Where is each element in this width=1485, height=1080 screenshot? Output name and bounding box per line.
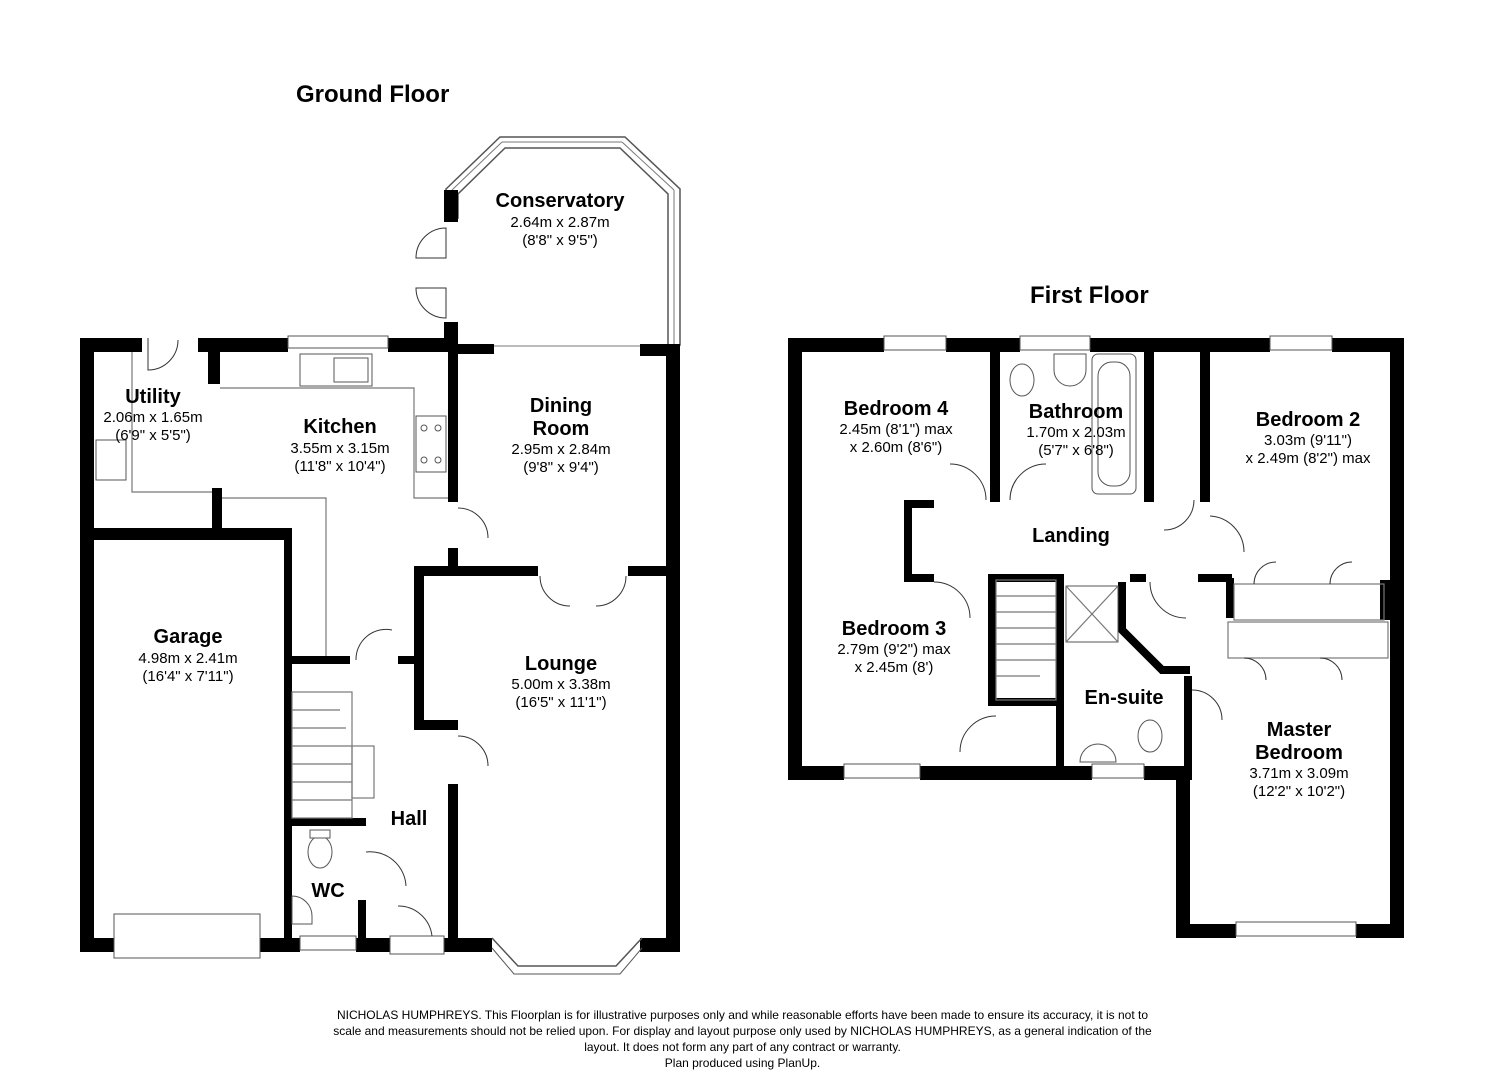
room-dining: Dining Room 2.95m x 2.84m (9'8" x 9'4") — [511, 395, 610, 476]
garage-name: Garage — [154, 626, 223, 648]
bathroom-name: Bathroom — [1029, 401, 1123, 423]
utility-imperial: (6'9" x 5'5") — [115, 427, 191, 444]
bedroom4-line1: 2.45m (8'1") max — [839, 421, 953, 438]
disclaimer-line: scale and measurements should not be rel… — [333, 1024, 1152, 1038]
lounge-imperial: (16'5" x 11'1") — [515, 694, 606, 711]
ensuite-fixtures — [1065, 585, 1163, 763]
disclaimer-text: NICHOLAS HUMPHREYS. This Floorplan is fo… — [230, 1007, 1255, 1071]
bathroom-fixtures — [1009, 353, 1137, 495]
bathroom-metric: 1.70m x 2.03m — [1026, 424, 1125, 441]
ground-floor-title: Ground Floor — [296, 81, 449, 108]
room-conservatory: Conservatory 2.64m x 2.87m (8'8" x 9'5") — [496, 190, 626, 249]
room-bedroom3: Bedroom 3 2.79m (9'2") max x 2.45m (8') — [837, 618, 951, 676]
wc-fixtures — [291, 829, 333, 925]
bedroom2-line1: 3.03m (9'11") — [1264, 432, 1352, 449]
wardrobes — [1227, 561, 1389, 681]
bathroom-imperial: (5'7" x 6'8") — [1038, 442, 1114, 459]
landing-name: Landing — [1032, 525, 1110, 547]
bedroom2-name: Bedroom 2 — [1256, 409, 1360, 431]
hall-name: Hall — [391, 808, 428, 830]
conservatory-name: Conservatory — [496, 190, 626, 212]
room-hall: Hall — [391, 808, 428, 830]
utility-metric: 2.06m x 1.65m — [103, 409, 202, 426]
master-metric: 3.71m x 3.09m — [1249, 765, 1348, 782]
disclaimer-line: layout. It does not form any part of any… — [584, 1040, 901, 1054]
lounge-name: Lounge — [525, 653, 597, 675]
lounge-metric: 5.00m x 3.38m — [511, 676, 610, 693]
room-utility: Utility 2.06m x 1.65m (6'9" x 5'5") — [103, 386, 202, 444]
dining-name-line2: Room — [533, 418, 590, 440]
master-name-line2: Bedroom — [1255, 742, 1343, 764]
ground-floor-stairs — [291, 691, 375, 819]
wc-name: WC — [311, 880, 344, 902]
dining-metric: 2.95m x 2.84m — [511, 441, 610, 458]
kitchen-imperial: (11'8" x 10'4") — [294, 458, 385, 475]
ground-floor: Ground Floor — [80, 81, 681, 975]
disclaimer-line: Plan produced using PlanUp. — [664, 1056, 821, 1070]
bedroom4-line2: x 2.60m (8'6") — [850, 439, 942, 456]
first-floor-title: First Floor — [1030, 282, 1149, 309]
room-landing: Landing — [1032, 525, 1110, 547]
room-wc: WC — [311, 880, 344, 902]
ground-floor-windows — [113, 335, 643, 975]
master-name-line1: Master — [1267, 719, 1332, 741]
room-garage: Garage 4.98m x 2.41m (16'4" x 7'11") — [138, 626, 237, 685]
kitchen-metric: 3.55m x 3.15m — [290, 440, 389, 457]
bedroom3-line2: x 2.45m (8') — [855, 659, 934, 676]
bedroom4-name: Bedroom 4 — [844, 398, 949, 420]
room-ensuite: En-suite — [1085, 687, 1164, 709]
room-lounge: Lounge 5.00m x 3.38m (16'5" x 11'1") — [511, 653, 610, 711]
first-floor-walls — [788, 338, 1404, 938]
bedroom2-line2: x 2.49m (8'2") max — [1246, 450, 1371, 467]
ground-floor-doors — [147, 338, 627, 937]
room-bedroom4: Bedroom 4 2.45m (8'1") max x 2.60m (8'6"… — [839, 398, 953, 456]
first-floor: First Floor — [788, 282, 1404, 938]
first-floor-windows — [843, 335, 1357, 937]
first-floor-doors — [933, 463, 1245, 753]
kitchen-name: Kitchen — [303, 416, 376, 438]
ensuite-name: En-suite — [1085, 687, 1164, 709]
dining-imperial: (9'8" x 9'4") — [523, 459, 599, 476]
conservatory-outline — [415, 136, 681, 348]
first-floor-stairs — [995, 579, 1057, 701]
master-imperial: (12'2" x 10'2") — [1253, 783, 1345, 800]
dining-name-line1: Dining — [530, 395, 592, 417]
bedroom3-line1: 2.79m (9'2") max — [837, 641, 951, 658]
room-master-bedroom: Master Bedroom 3.71m x 3.09m (12'2" x 10… — [1249, 719, 1348, 800]
conservatory-imperial: (8'8" x 9'5") — [522, 232, 598, 249]
disclaimer-line: NICHOLAS HUMPHREYS. This Floorplan is fo… — [336, 1008, 1149, 1022]
garage-metric: 4.98m x 2.41m — [138, 650, 237, 667]
conservatory-metric: 2.64m x 2.87m — [510, 214, 609, 231]
room-bathroom: Bathroom 1.70m x 2.03m (5'7" x 6'8") — [1026, 401, 1125, 459]
utility-name: Utility — [125, 386, 181, 408]
garage-imperial: (16'4" x 7'11") — [142, 668, 233, 685]
bedroom3-name: Bedroom 3 — [842, 618, 946, 640]
room-bedroom2: Bedroom 2 3.03m (9'11") x 2.49m (8'2") m… — [1246, 409, 1371, 467]
room-kitchen: Kitchen 3.55m x 3.15m (11'8" x 10'4") — [290, 416, 389, 475]
ground-floor-walls — [80, 338, 680, 952]
kitchen-units — [95, 352, 448, 656]
